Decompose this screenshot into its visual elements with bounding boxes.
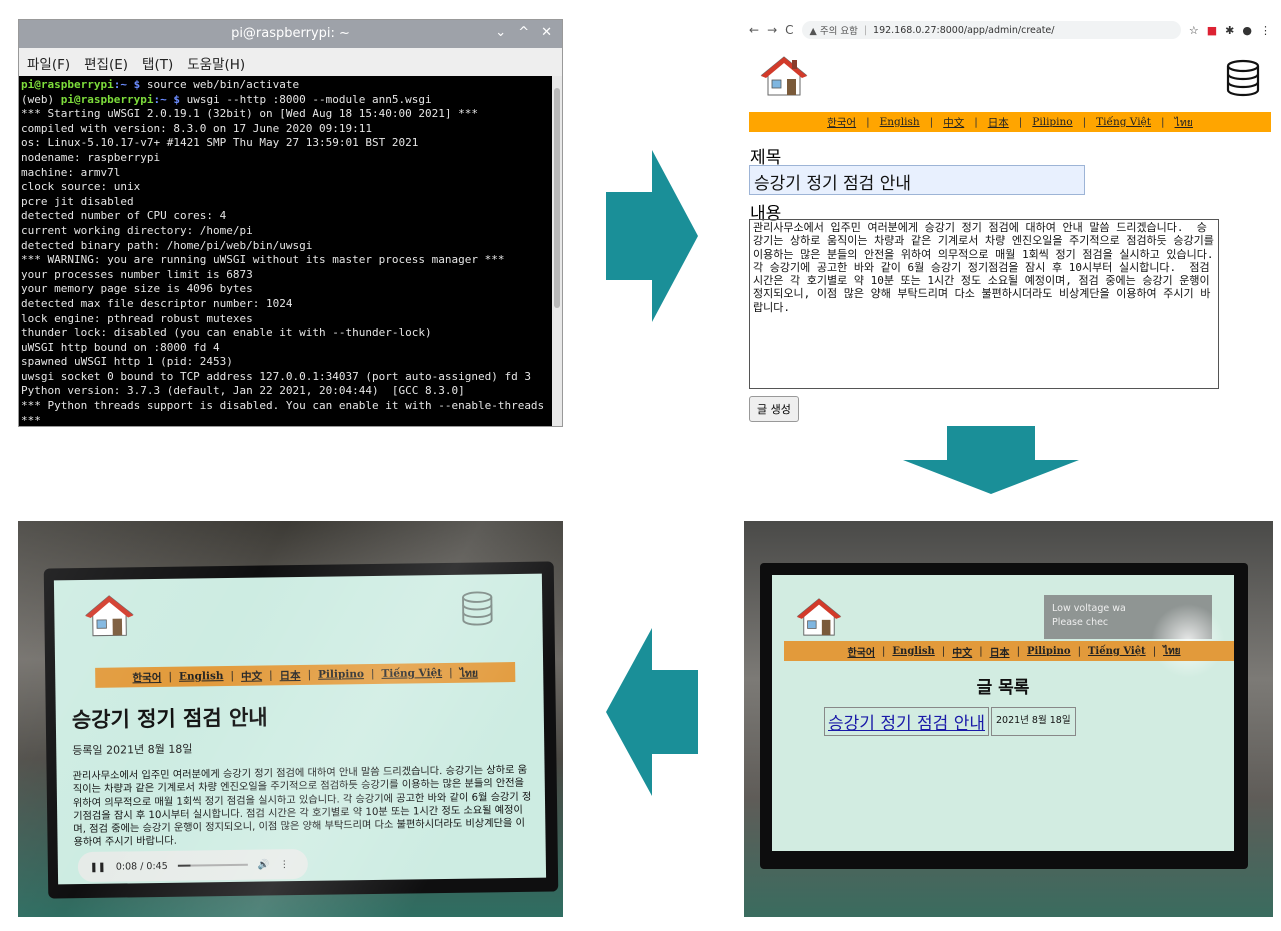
command-line: uwsgi --http :8000 --module ann5.wsgi	[179, 92, 432, 106]
lang-english[interactable]: English	[879, 116, 920, 128]
audio-time: 0:08 / 0:45	[115, 860, 168, 873]
home-icon[interactable]	[760, 55, 808, 97]
table-row: 승강기 정기 점검 안내 2021년 8월 18일	[824, 707, 1076, 736]
more-options-icon[interactable]: ⋮	[279, 858, 290, 870]
title-input[interactable]: 승강기 정기 점검 안내	[749, 165, 1085, 195]
lang-vietnamese[interactable]: Tiếng Việt	[381, 667, 443, 680]
lang-korean[interactable]: 한국어	[847, 647, 876, 659]
lang-chinese[interactable]: 中文	[943, 116, 965, 129]
title-label: 제목	[750, 148, 782, 168]
lang-filipino[interactable]: Pilipino	[1026, 645, 1071, 657]
site-header	[745, 41, 1275, 126]
reload-icon[interactable]: C	[785, 23, 794, 37]
toast-line-1: Low voltage wa	[1052, 603, 1126, 614]
device-screen: 한국어| English| 中文| 日本| Pilipino| Tiếng Vi…	[53, 573, 547, 885]
language-bar: 한국어| English| 中文| 日本| Pilipino| Tiếng Vi…	[749, 112, 1271, 132]
pause-icon[interactable]: ❚❚	[89, 861, 106, 873]
bookmark-star-icon[interactable]: ☆	[1188, 23, 1199, 37]
prompt-user: pi@raspberrypi	[60, 92, 154, 106]
address-bar[interactable]: ▲ 주의 요함 | 192.168.0.27:8000/app/admin/cr…	[801, 21, 1181, 39]
prompt-path: :~ $	[153, 92, 180, 106]
lang-thai[interactable]: ไทย	[1174, 116, 1193, 129]
lang-english[interactable]: English	[892, 645, 935, 657]
url-text: 192.168.0.27:8000/app/admin/create/	[873, 24, 1055, 36]
language-bar: 한국어| English| 中文| 日本| Pilipino| Tiếng Vi…	[95, 662, 516, 688]
menu-file[interactable]: 파일(F)	[27, 57, 71, 73]
lang-korean[interactable]: 한국어	[827, 116, 857, 129]
terminal-menubar: 파일(F) 편집(E) 탭(T) 도움말(H)	[19, 48, 562, 76]
device-display: Low voltage wa Please chec 한국어| English|…	[760, 563, 1248, 869]
lang-japanese[interactable]: 日本	[279, 669, 301, 682]
scroll-thumb[interactable]	[554, 88, 560, 308]
lang-vietnamese[interactable]: Tiếng Việt	[1087, 645, 1146, 657]
arrow-right-icon	[606, 150, 698, 322]
menu-help[interactable]: 도움말(H)	[187, 57, 246, 73]
device-photo-list: Low voltage wa Please chec 한국어| English|…	[744, 521, 1273, 917]
terminal-output[interactable]: pi@raspberrypi:~ $ source web/bin/activa…	[19, 76, 552, 426]
database-icon[interactable]	[460, 590, 494, 626]
browser-window: ← → C ▲ 주의 요함 | 192.168.0.27:8000/app/ad…	[745, 19, 1275, 429]
lang-chinese[interactable]: 中文	[952, 647, 973, 659]
lang-thai[interactable]: ไทย	[1163, 645, 1181, 657]
browser-toolbar: ← → C ▲ 주의 요함 | 192.168.0.27:8000/app/ad…	[745, 19, 1275, 41]
lang-vietnamese[interactable]: Tiếng Việt	[1096, 116, 1151, 128]
device-screen: Low voltage wa Please chec 한국어| English|…	[772, 575, 1234, 851]
security-warning[interactable]: ▲ 주의 요함	[809, 26, 858, 37]
create-post-button[interactable]: 글 생성	[749, 396, 799, 422]
lang-chinese[interactable]: 中文	[240, 670, 263, 683]
uwsgi-log: *** Starting uWSGI 2.0.19.1 (32bit) on […	[21, 107, 545, 426]
terminal-title: pi@raspberrypi: ~	[231, 26, 350, 41]
content-textarea[interactable]: 관리사무소에서 입주민 여러분에게 승강기 정기 점검에 대하여 안내 말씀 드…	[749, 219, 1219, 389]
command-line: source web/bin/activate	[140, 78, 300, 91]
audio-player[interactable]: ❚❚ 0:08 / 0:45 🔊 ⋮	[77, 848, 309, 883]
kebab-menu-icon[interactable]: ⋮	[1260, 23, 1271, 37]
post-list-heading: 글 목록	[976, 678, 1030, 698]
audio-progress[interactable]	[177, 863, 248, 867]
profile-icon[interactable]: ●	[1242, 23, 1252, 37]
maximize-icon[interactable]: ^	[518, 25, 530, 40]
prompt-path: :~ $	[113, 78, 141, 91]
back-icon[interactable]: ←	[749, 23, 760, 37]
close-icon[interactable]: ✕	[541, 25, 552, 40]
lang-english[interactable]: English	[178, 670, 224, 683]
post-date: 등록일 2021년 8월 18일	[72, 742, 193, 758]
lang-japanese[interactable]: 日本	[989, 647, 1010, 659]
language-bar: 한국어| English| 中文| 日本| Pilipino| Tiếng Vi…	[784, 641, 1234, 661]
terminal-scrollbar[interactable]	[552, 76, 562, 426]
menu-edit[interactable]: 편집(E)	[84, 57, 129, 73]
menu-tab[interactable]: 탭(T)	[142, 57, 174, 73]
arrow-left-icon	[606, 628, 698, 796]
post-title: 승강기 정기 점검 안내	[71, 705, 268, 733]
volume-icon[interactable]: 🔊	[257, 858, 270, 871]
extension-icon[interactable]: ■	[1206, 23, 1218, 37]
post-body: 관리사무소에서 입주민 여러분에게 승강기 정기 점검에 대하여 안내 말씀 드…	[72, 764, 532, 849]
minimize-icon[interactable]: ⌄	[495, 25, 507, 40]
home-icon[interactable]	[84, 593, 135, 638]
terminal-window: pi@raspberrypi: ~ ⌄ ^ ✕ 파일(F) 편집(E) 탭(T)…	[18, 19, 563, 427]
terminal-titlebar: pi@raspberrypi: ~ ⌄ ^ ✕	[19, 20, 562, 48]
venv-label: (web)	[21, 92, 61, 106]
lang-japanese[interactable]: 日本	[987, 116, 1009, 129]
forward-icon[interactable]: →	[767, 23, 778, 37]
prompt-user: pi@raspberrypi	[21, 78, 114, 91]
device-photo-detail: 한국어| English| 中文| 日本| Pilipino| Tiếng Vi…	[18, 521, 563, 917]
database-icon[interactable]	[1225, 59, 1261, 97]
puzzle-icon[interactable]: ✱	[1225, 23, 1235, 37]
lang-korean[interactable]: 한국어	[132, 671, 162, 684]
toast-line-2: Please chec	[1052, 617, 1109, 628]
lang-filipino[interactable]: Pilipino	[1032, 116, 1073, 128]
lang-filipino[interactable]: Pilipino	[318, 668, 365, 681]
home-icon[interactable]	[796, 597, 842, 637]
lang-thai[interactable]: ไทย	[459, 667, 479, 680]
arrow-down-icon	[903, 426, 1079, 494]
post-date: 2021년 8월 18일	[990, 707, 1076, 736]
device-display: 한국어| English| 中文| 日本| Pilipino| Tiếng Vi…	[43, 561, 559, 899]
post-title-link[interactable]: 승강기 정기 점검 안내	[824, 707, 989, 736]
